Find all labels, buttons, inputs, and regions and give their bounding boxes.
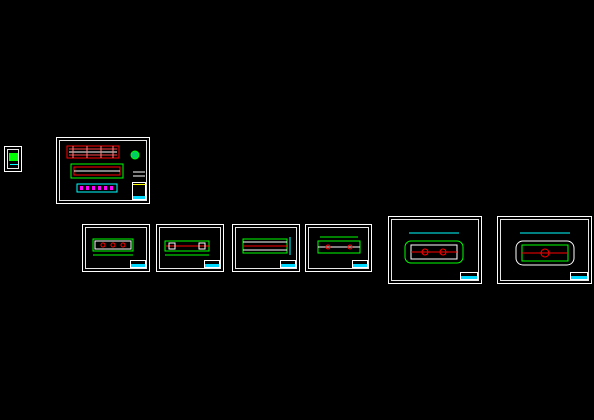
- detail-sheet-2[interactable]: [156, 224, 224, 272]
- title-block: [132, 182, 146, 200]
- title-block: [280, 260, 296, 268]
- cover-text-line: [10, 164, 18, 165]
- detail-sheet-3[interactable]: [232, 224, 300, 272]
- detail-sheet-6[interactable]: [497, 216, 592, 284]
- title-block: [130, 260, 146, 268]
- detail-drawing-1: [92, 238, 134, 256]
- title-block: [460, 272, 478, 280]
- detail-drawing-3: [242, 237, 291, 255]
- general-arrangement-sheet[interactable]: [56, 137, 150, 204]
- detail-drawing-2: [164, 240, 210, 256]
- title-block: [204, 260, 220, 268]
- detail-sheet-1[interactable]: [82, 224, 150, 272]
- title-block: [352, 260, 368, 268]
- detail-sheet-5[interactable]: [388, 216, 482, 284]
- detail-drawing-4: [317, 236, 361, 254]
- detail-drawing-6: [515, 232, 575, 266]
- title-block: [570, 272, 588, 280]
- cover-sheet[interactable]: [4, 146, 22, 172]
- cover-logo: [9, 153, 19, 161]
- detail-drawing-5: [404, 232, 464, 264]
- general-arrangement-drawing: [66, 145, 145, 193]
- detail-sheet-4[interactable]: [305, 224, 372, 272]
